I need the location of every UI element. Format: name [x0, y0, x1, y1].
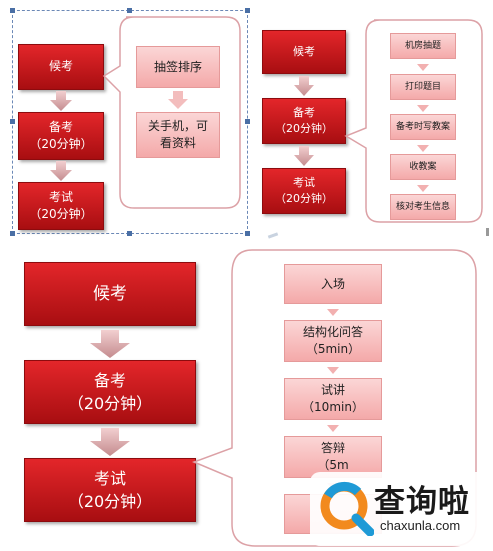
stage-exam: 考试 （20分钟） — [18, 182, 104, 230]
step-box: 备考时写教案 — [390, 114, 456, 140]
step-duration: （5m — [317, 458, 349, 472]
step-label: 打印题目 — [404, 81, 441, 92]
stage-duration: （20分钟） — [29, 207, 93, 221]
down-arrow — [90, 330, 130, 358]
stage-preparation: 备考 （20分钟） — [24, 360, 196, 424]
down-arrow — [417, 64, 429, 71]
stage-waiting: 候考 — [262, 30, 346, 74]
resize-handle-tr[interactable] — [245, 8, 250, 13]
stage-label: 考试 — [93, 468, 126, 488]
down-arrow — [50, 161, 72, 181]
step-duration: （10min） — [302, 400, 364, 414]
stage-label: 备考 — [48, 119, 73, 134]
watermark: 查询啦 chaxunla.com — [310, 472, 490, 546]
step-label: 关手机，可 — [147, 119, 208, 134]
resize-handle-bl[interactable] — [10, 231, 15, 236]
down-arrow — [417, 105, 429, 112]
step-label: 试讲 — [320, 383, 345, 398]
stage-preparation: 备考 （20分钟） — [18, 112, 104, 160]
stage-waiting: 候考 — [24, 262, 196, 326]
resize-handle-bm[interactable] — [127, 231, 132, 236]
cursor-mark — [267, 232, 279, 239]
down-arrow — [327, 309, 339, 316]
step-box: 结构化问答 （5min） — [284, 320, 382, 362]
down-arrow — [417, 185, 429, 192]
step-label: 答辩 — [320, 441, 345, 456]
step-duration: （5min） — [305, 342, 361, 356]
resize-handle-mr[interactable] — [245, 119, 250, 124]
step-box: 答辩 （5m — [284, 436, 382, 478]
stage-duration: （20分钟） — [275, 122, 333, 135]
watermark-brand: 查询啦 — [374, 484, 470, 520]
step-label: 抽签排序 — [153, 59, 202, 74]
down-arrow — [50, 91, 72, 111]
stage-label: 备考 — [93, 370, 126, 390]
stage-waiting: 候考 — [18, 44, 104, 90]
stage-label: 候考 — [93, 283, 127, 304]
down-arrow — [327, 425, 339, 432]
stage-label: 考试 — [48, 189, 73, 204]
stage-duration: （20分钟） — [275, 192, 333, 205]
step-box: 收教案 — [390, 154, 456, 180]
step-box: 试讲 （10min） — [284, 378, 382, 420]
stage-label: 候考 — [48, 59, 73, 74]
step-box: 核对考生信息 — [390, 194, 456, 220]
down-arrow — [417, 145, 429, 152]
resize-handle-tl[interactable] — [10, 8, 15, 13]
stage-label: 候考 — [293, 45, 315, 59]
stage-duration: （20分钟） — [67, 492, 153, 511]
down-arrow — [294, 76, 314, 96]
step-label: 备考时写教案 — [395, 121, 450, 132]
down-arrow — [168, 91, 188, 109]
step-label: 核对考生信息 — [395, 201, 450, 212]
watermark-url: chaxunla.com — [380, 518, 461, 533]
resize-handle-tm[interactable] — [127, 8, 132, 13]
resize-handle-ml[interactable] — [10, 119, 15, 124]
step-box: 关手机，可 看资料 — [136, 112, 220, 158]
stage-duration: （20分钟） — [67, 394, 153, 413]
step-label: 机房抽题 — [404, 40, 441, 51]
stage-exam: 考试 （20分钟） — [262, 168, 346, 214]
down-arrow — [294, 146, 314, 166]
step-label: 结构化问答 — [302, 325, 363, 340]
stage-exam: 考试 （20分钟） — [24, 458, 196, 522]
stage-preparation: 备考 （20分钟） — [262, 98, 346, 144]
step-box: 抽签排序 — [136, 46, 220, 88]
step-box: 打印题目 — [390, 74, 456, 100]
step-label: 看资料 — [159, 136, 196, 150]
stage-label: 考试 — [293, 176, 315, 190]
stage-label: 备考 — [293, 106, 315, 120]
step-box: 机房抽题 — [390, 33, 456, 59]
step-label: 收教案 — [409, 161, 437, 172]
down-arrow — [90, 428, 130, 456]
resize-handle-br[interactable] — [245, 231, 250, 236]
down-arrow — [327, 367, 339, 374]
step-box: 入场 — [284, 264, 382, 304]
magnifier-logo-icon — [320, 481, 374, 536]
step-label: 入场 — [320, 276, 345, 291]
edge-mark — [486, 228, 489, 236]
stage-duration: （20分钟） — [29, 137, 93, 151]
